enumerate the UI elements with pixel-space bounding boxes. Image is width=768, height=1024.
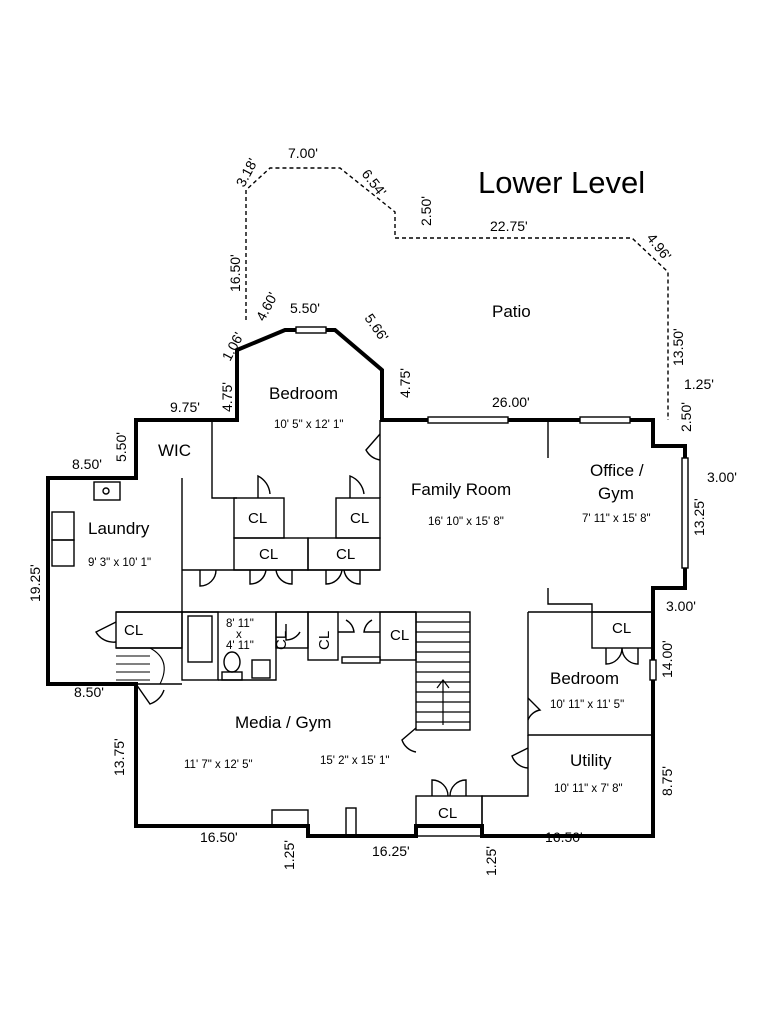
svg-text:2.50': 2.50' (678, 402, 694, 432)
room-office-line1: Office / (590, 461, 644, 480)
room-bedroom-upper: Bedroom (269, 384, 338, 403)
svg-text:22.75': 22.75' (490, 218, 528, 234)
room-utility-size: 10' 11" x 7' 8" (554, 783, 623, 795)
room-bedroom-upper-size: 10' 5" x 12' 1" (274, 419, 343, 431)
door-swings (95, 433, 639, 797)
svg-text:2.50': 2.50' (418, 196, 434, 226)
closet-labels: CL CL CL CL CL CL CL CL CL CL (124, 510, 631, 822)
svg-text:4.96': 4.96' (644, 230, 675, 263)
svg-text:CL: CL (316, 631, 333, 650)
room-patio: Patio (492, 302, 531, 321)
room-media-size-left: 11' 7" x 12' 5" (184, 759, 253, 771)
room-office-size: 7' 11" x 15' 8" (582, 513, 651, 525)
room-laundry-size: 9' 3" x 10' 1" (88, 557, 151, 569)
svg-text:1.25': 1.25' (684, 376, 714, 392)
svg-text:CL: CL (336, 546, 355, 563)
room-bedroom-lower-size: 10' 11" x 11' 5" (550, 699, 624, 711)
svg-text:4.60': 4.60' (253, 289, 281, 323)
room-wic: WIC (158, 441, 191, 460)
svg-text:CL: CL (124, 622, 143, 639)
svg-text:1.25': 1.25' (483, 846, 499, 876)
room-bath-line2: x (236, 629, 242, 641)
svg-text:8.50': 8.50' (74, 684, 104, 700)
svg-text:16.50': 16.50' (200, 829, 238, 845)
dimension-labels: 3.18' 7.00' 6.54' 2.50' 22.75' 4.96' 16.… (27, 145, 737, 876)
svg-text:1.25': 1.25' (281, 840, 297, 870)
svg-text:13.75': 13.75' (111, 738, 127, 776)
room-bath-line1: 8' 11" (226, 618, 254, 630)
patio-outline (245, 167, 669, 420)
windows (295, 326, 689, 681)
room-office-line2: Gym (598, 484, 634, 503)
page-title: Lower Level (478, 165, 645, 200)
svg-text:3.00': 3.00' (707, 469, 737, 485)
svg-text:7.00': 7.00' (288, 145, 318, 161)
room-family-size: 16' 10" x 15' 8" (428, 516, 504, 528)
svg-text:3.18': 3.18' (233, 155, 261, 189)
svg-text:16.50': 16.50' (545, 829, 583, 845)
svg-text:26.00': 26.00' (492, 394, 530, 410)
svg-text:13.50': 13.50' (670, 328, 686, 366)
svg-text:5.66': 5.66' (362, 311, 392, 345)
svg-text:8.75': 8.75' (659, 766, 675, 796)
svg-text:3.00': 3.00' (666, 598, 696, 614)
svg-text:4.75': 4.75' (397, 368, 413, 398)
svg-text:CL: CL (390, 627, 409, 644)
svg-text:CL: CL (350, 510, 369, 527)
room-laundry: Laundry (88, 519, 150, 538)
svg-text:16.50': 16.50' (227, 254, 243, 292)
svg-text:8.50': 8.50' (72, 456, 102, 472)
svg-text:CL: CL (273, 631, 290, 650)
svg-text:4.75': 4.75' (219, 382, 235, 412)
room-bath-line3: 4' 11" (226, 640, 254, 652)
svg-text:16.25': 16.25' (372, 843, 410, 859)
svg-text:CL: CL (612, 620, 631, 637)
room-media: Media / Gym (235, 713, 331, 732)
svg-text:6.54': 6.54' (359, 166, 390, 199)
svg-text:CL: CL (259, 546, 278, 563)
interior-walls (51, 420, 654, 837)
svg-text:5.50': 5.50' (113, 432, 129, 462)
room-bedroom-lower: Bedroom (550, 669, 619, 688)
room-utility: Utility (570, 751, 612, 770)
room-family: Family Room (411, 480, 511, 499)
svg-text:CL: CL (438, 805, 457, 822)
room-media-size-right: 15' 2" x 15' 1" (320, 755, 389, 767)
svg-text:5.50': 5.50' (290, 300, 320, 316)
svg-text:13.25': 13.25' (691, 498, 707, 536)
svg-text:9.75': 9.75' (170, 399, 200, 415)
svg-text:19.25': 19.25' (27, 564, 43, 602)
svg-text:CL: CL (248, 510, 267, 527)
svg-text:14.00': 14.00' (659, 640, 675, 678)
